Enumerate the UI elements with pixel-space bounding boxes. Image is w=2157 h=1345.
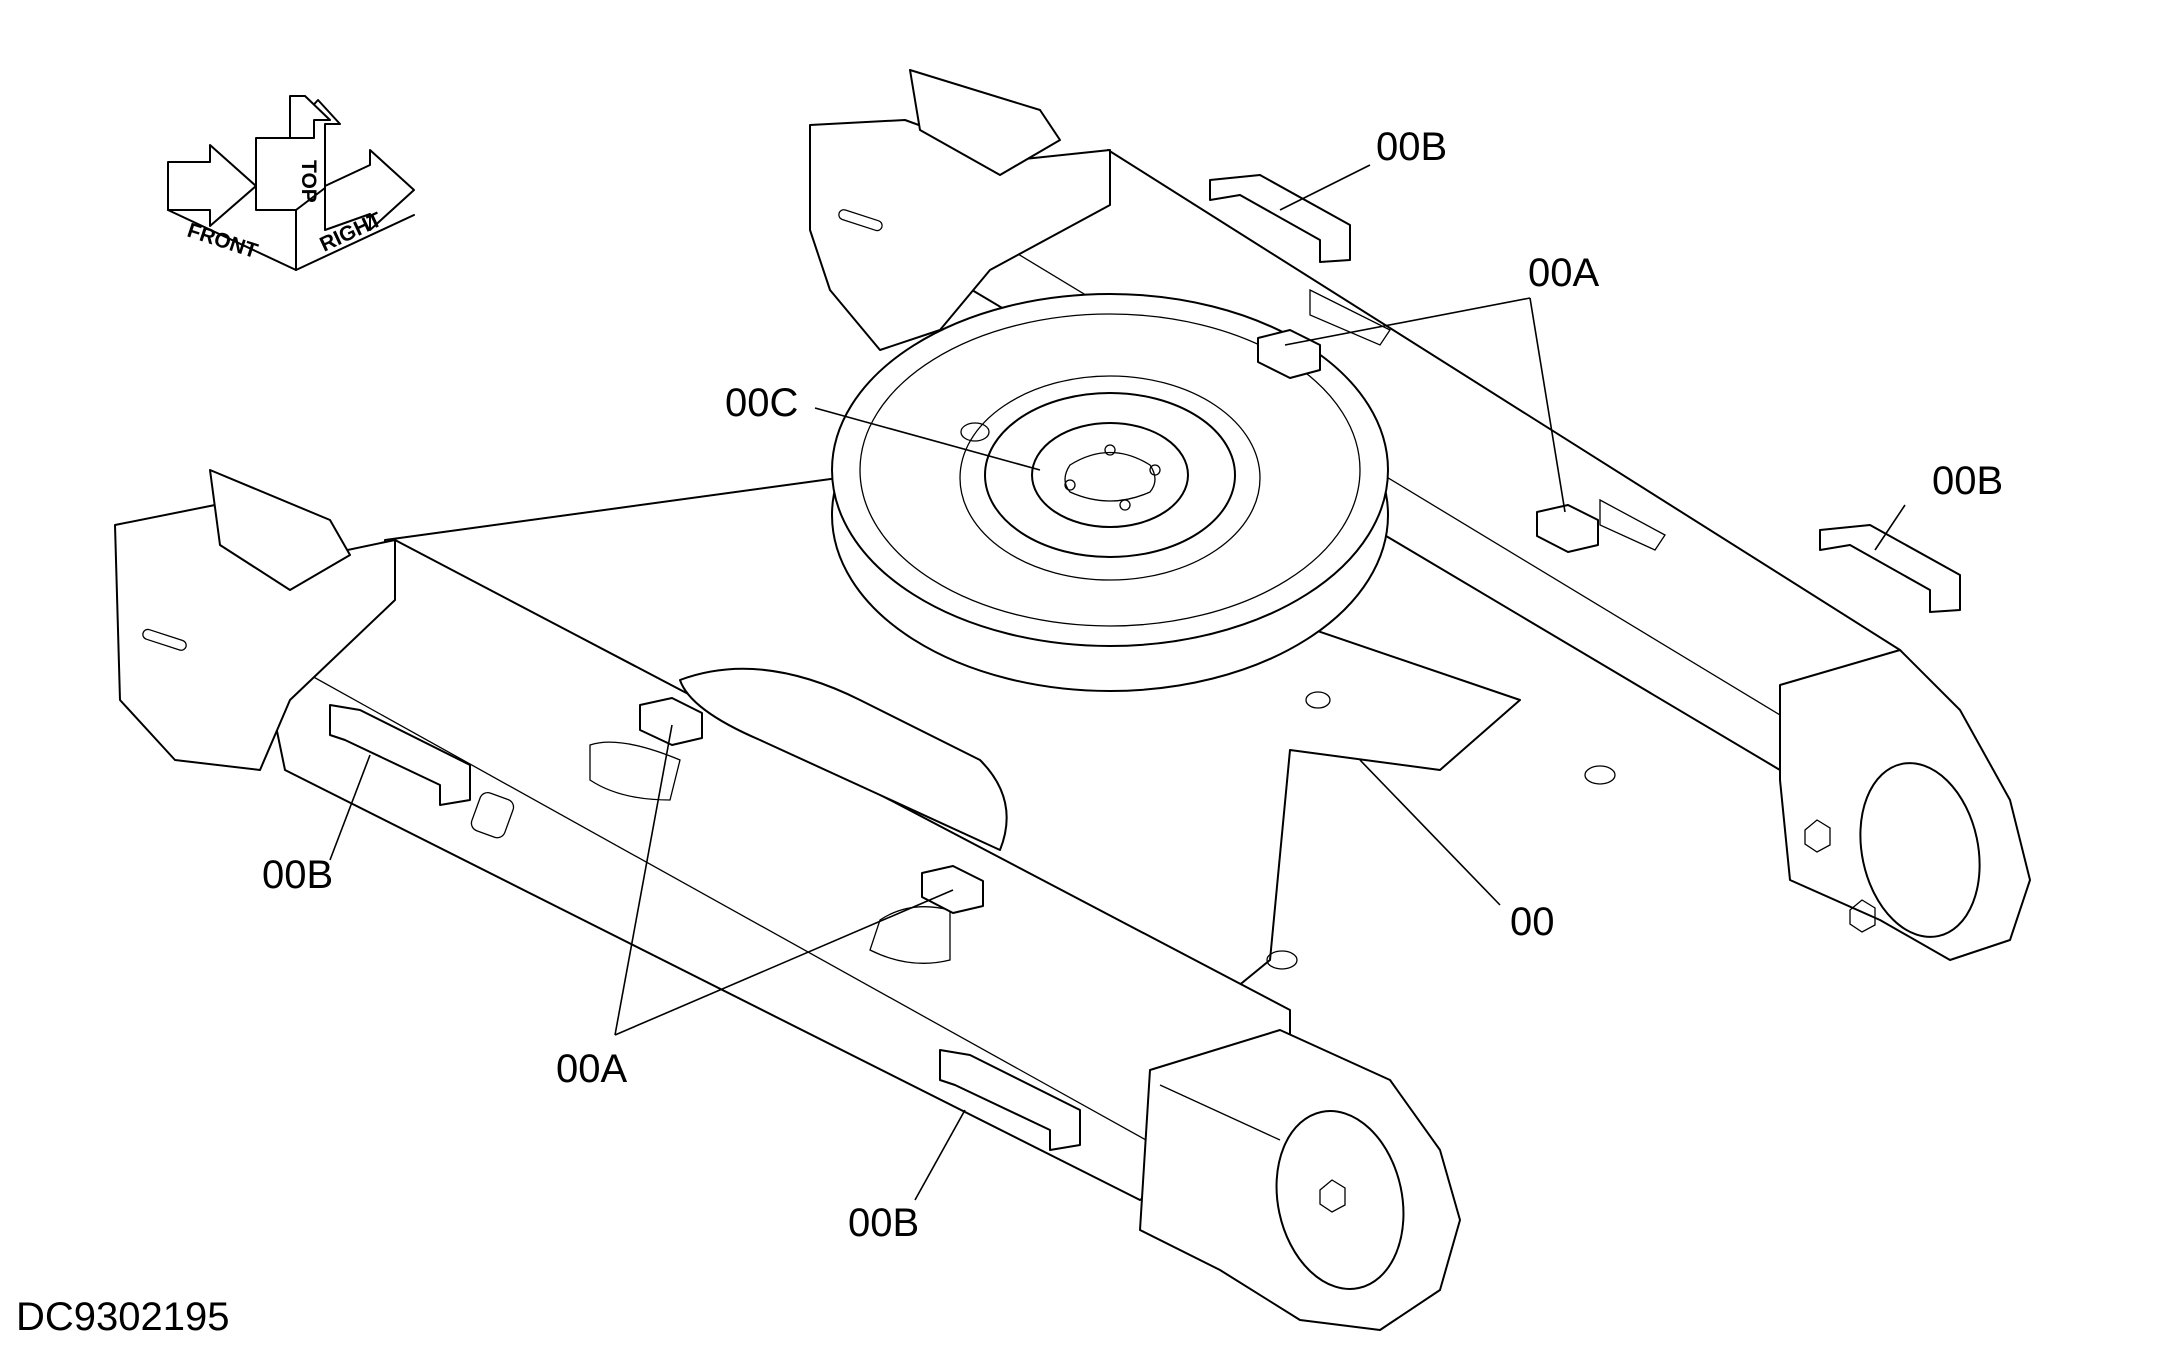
lower-sprocket-bore — [1275, 1110, 1405, 1290]
swing-circle — [831, 293, 1389, 692]
orientation-indicator: FRONT TOP RIGHT — [167, 95, 415, 271]
callout-00b-left: 00B — [262, 853, 333, 897]
callout-00: 00 — [1510, 900, 1555, 944]
callout-labels: 00B 00A 00C 00B 00 00B 00A 00B — [262, 125, 2003, 1245]
callout-00b-right: 00B — [1932, 459, 2003, 503]
leader-lines — [329, 164, 1906, 1201]
upper-sprocket-bore — [1859, 762, 1981, 938]
callout-00b-top: 00B — [1376, 125, 1447, 169]
callout-00a-top: 00A — [1528, 251, 1599, 295]
callout-00a-bottom: 00A — [556, 1047, 627, 1091]
front-label: FRONT — [184, 219, 260, 263]
document-id: DC9302195 — [16, 1295, 230, 1339]
center-opening — [679, 667, 1008, 851]
top-label: TOP — [297, 160, 320, 203]
callout-00c: 00C — [725, 381, 798, 425]
track-frame — [114, 69, 2031, 1331]
chain-guards — [329, 174, 1961, 1151]
callout-00b-bottom: 00B — [848, 1201, 919, 1245]
